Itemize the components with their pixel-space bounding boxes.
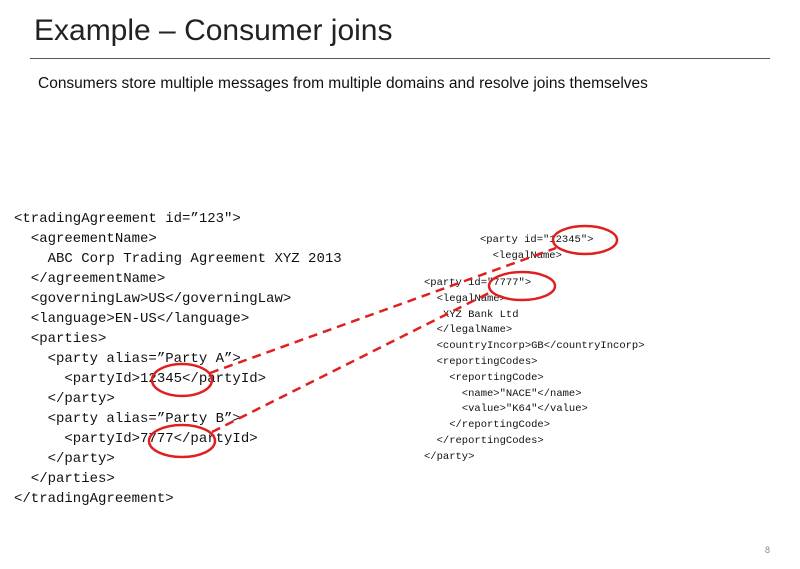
code-line: <reportingCode> bbox=[424, 371, 544, 384]
code-line: <legalName> bbox=[480, 250, 562, 262]
code-line: <party alias=”Party B”> bbox=[14, 411, 241, 427]
party-7777-document: <party id="7777"> <legalName> XYZ Bank L… bbox=[420, 265, 720, 545]
code-line: <reportingCodes> bbox=[424, 355, 538, 368]
code-line: </tradingAgreement> bbox=[14, 491, 174, 507]
slide-subtitle: Consumers store multiple messages from m… bbox=[38, 75, 648, 92]
code-line: <countryIncorp>GB</countryIncorp> bbox=[424, 340, 645, 353]
code-line: <legalName> bbox=[424, 292, 506, 305]
code-line: </reportingCode> bbox=[424, 419, 551, 432]
slide-title: Example – Consumer joins bbox=[34, 14, 393, 47]
code-line: <partyId>7777</partyId> bbox=[14, 431, 258, 447]
code-line: <tradingAgreement id=”123"> bbox=[14, 211, 241, 227]
code-line: <governingLaw>US</governingLaw> bbox=[14, 291, 292, 307]
code-line: </agreementName> bbox=[14, 271, 166, 287]
page-number: 8 bbox=[764, 545, 770, 555]
code-line: <agreementName> bbox=[14, 231, 157, 247]
code-line: </parties> bbox=[14, 471, 115, 487]
code-line: ABC Corp Trading Agreement XYZ 2013 bbox=[14, 251, 342, 267]
code-line: <party id="12345"> bbox=[480, 234, 594, 246]
code-line: </party> bbox=[14, 391, 115, 407]
code-line: </reportingCodes> bbox=[424, 434, 544, 447]
title-divider bbox=[30, 58, 770, 59]
code-line: </legalName> bbox=[424, 324, 513, 337]
code-line: </party> bbox=[14, 451, 115, 467]
code-line: <language>EN-US</language> bbox=[14, 311, 250, 327]
code-line: </party> bbox=[424, 450, 475, 463]
code-line: <party id="7777"> bbox=[424, 277, 532, 289]
code-line: <parties> bbox=[14, 331, 107, 347]
code-line: <name>"NACE"</name> bbox=[424, 387, 582, 400]
trading-agreement-document: <tradingAgreement id=”123"> <agreementNa… bbox=[8, 197, 408, 549]
code-line: <party alias=”Party A”> bbox=[14, 351, 241, 367]
code-line: <value>"K64"</value> bbox=[424, 403, 588, 416]
code-line: <partyId>12345</partyId> bbox=[14, 371, 267, 387]
code-line: XYZ Bank Ltd bbox=[424, 308, 519, 321]
